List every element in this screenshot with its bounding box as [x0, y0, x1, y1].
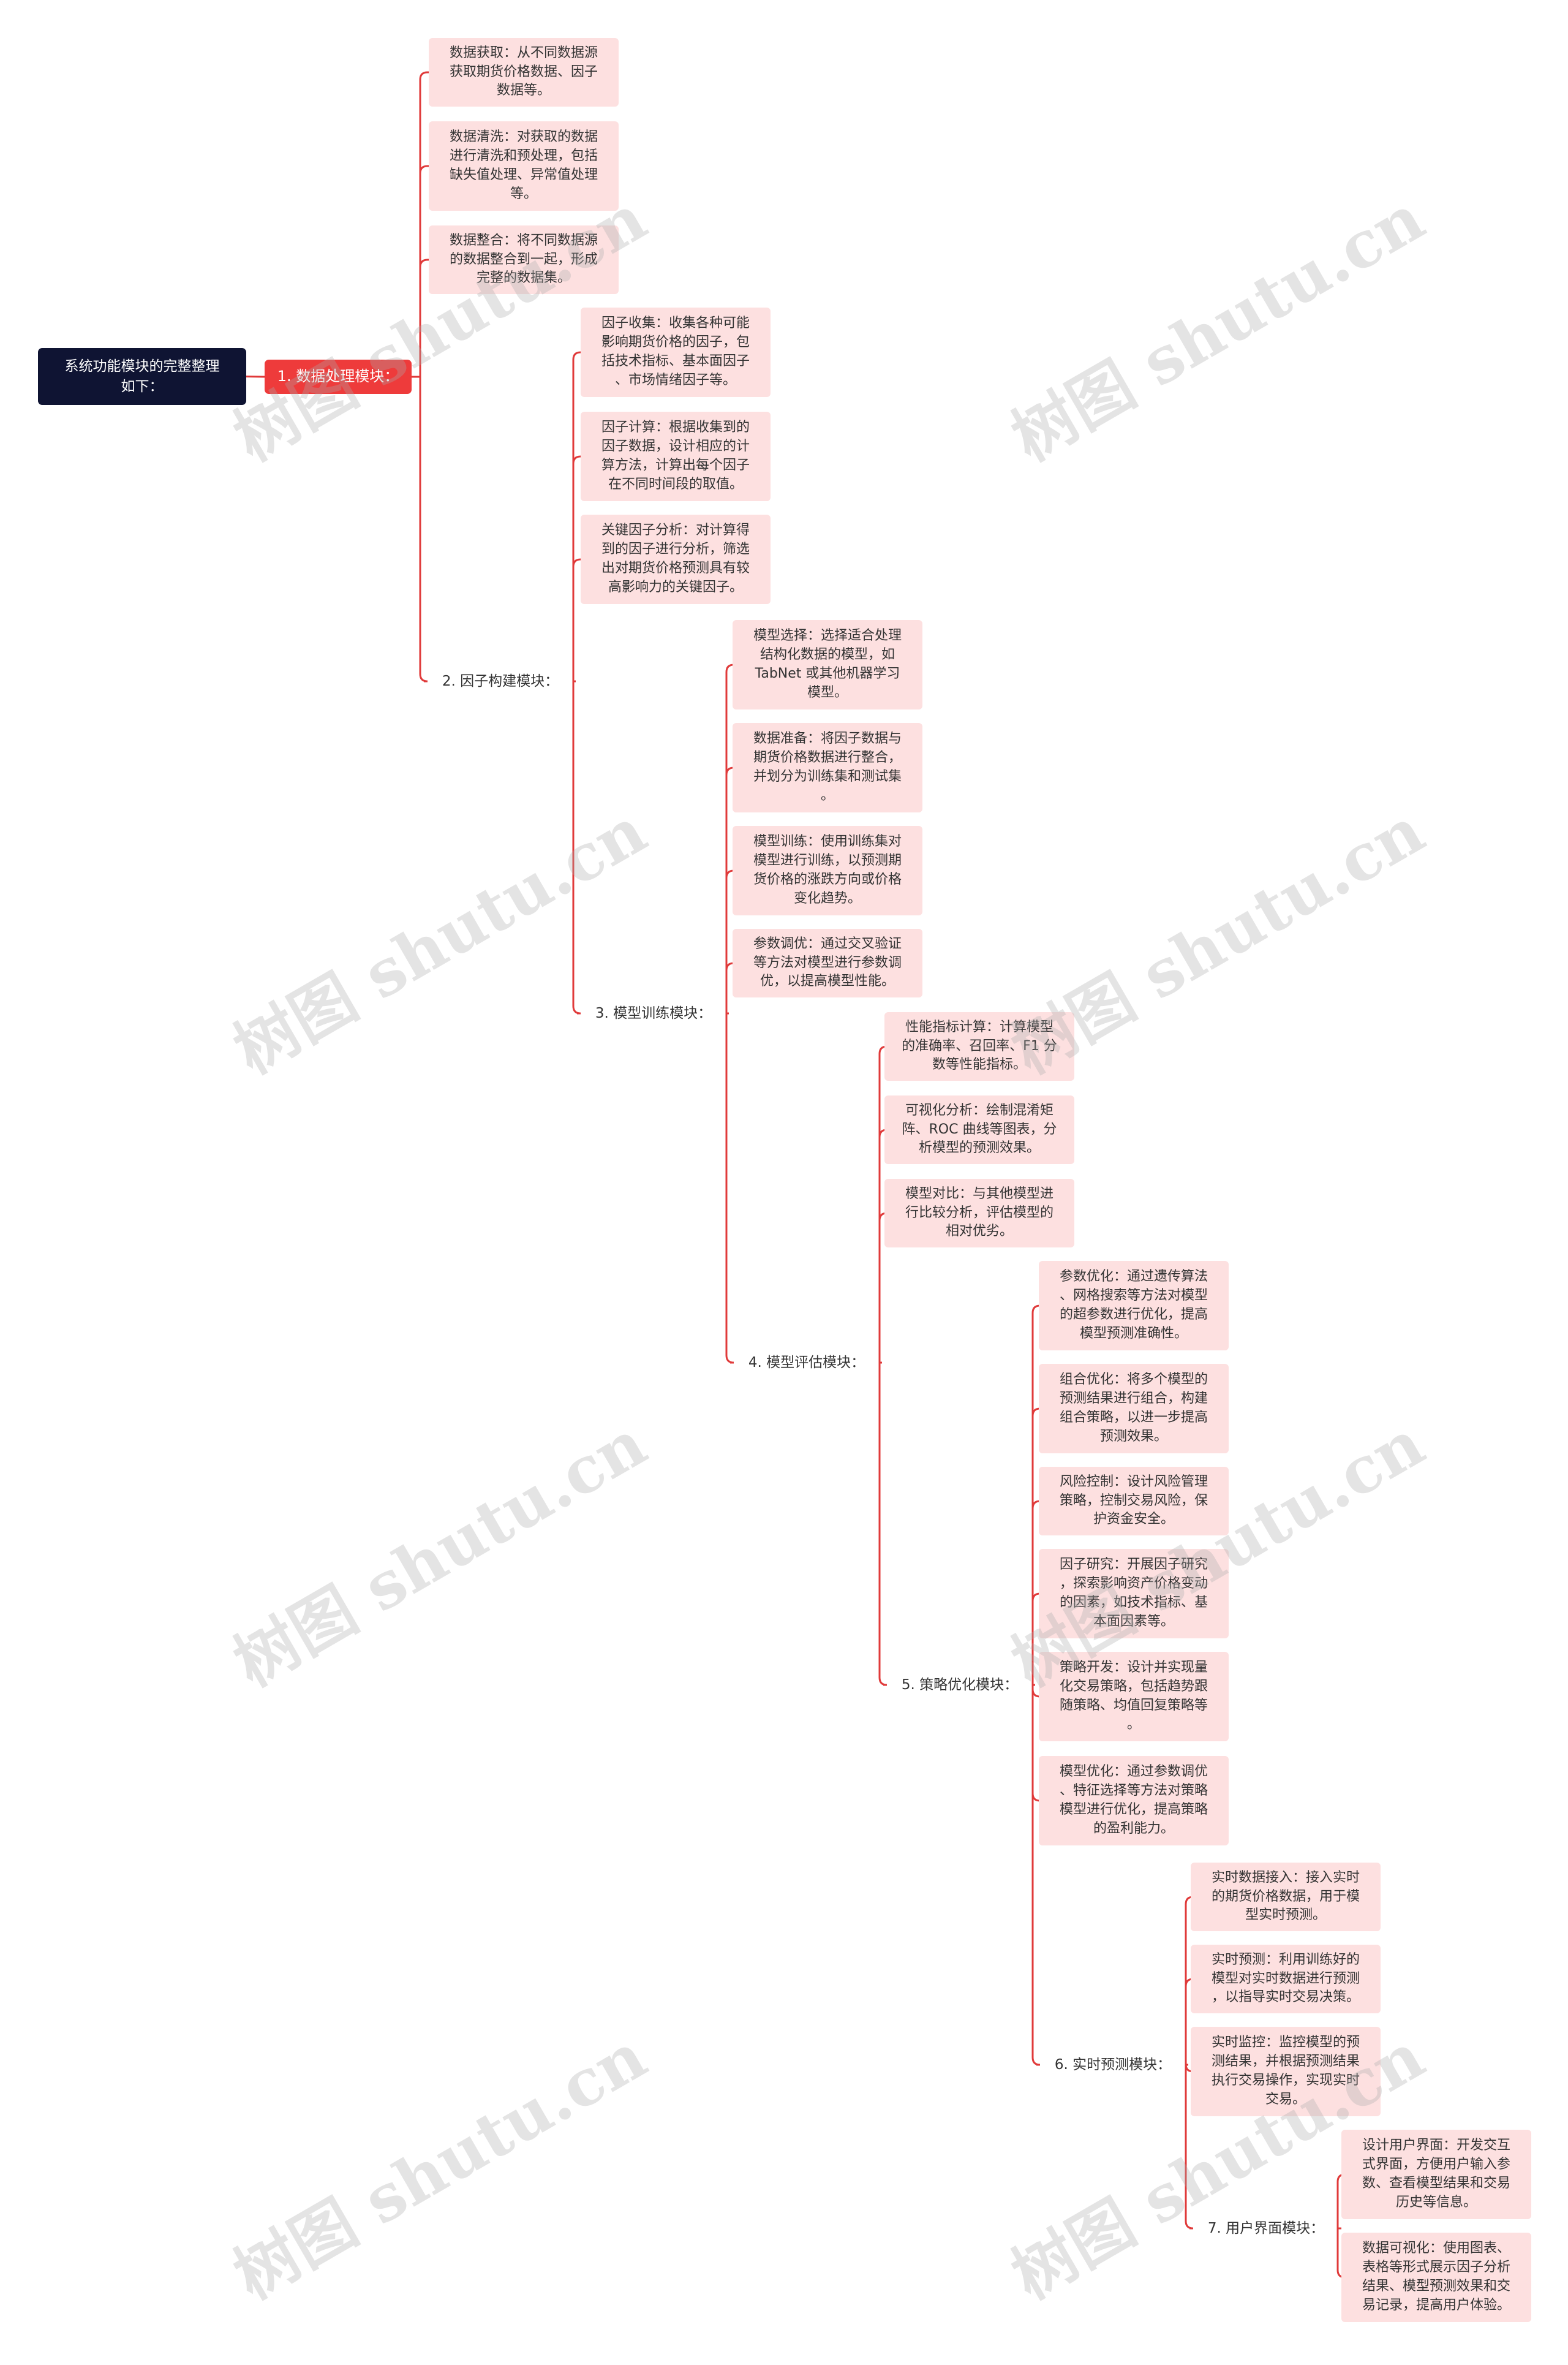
leaf-parameter-optimization[interactable]: 参数优化：通过遗传算法 、网格搜索等方法对模型 的超参数进行优化，提高 模型预测… — [1039, 1261, 1229, 1350]
leaf-ui-design[interactable]: 设计用户界面：开发交互 式界面，方便用户输入参 数、查看模型结果和交易 历史等信… — [1341, 2130, 1531, 2219]
leaf-key-factor-analysis[interactable]: 关键因子分析：对计算得 到的因子进行分析，筛选 出对期货价格预测具有较 高影响力… — [581, 515, 771, 604]
connector-branch — [572, 1005, 581, 1015]
root-topic[interactable]: 系统功能模块的完整整理 如下： — [38, 348, 246, 405]
module-model-evaluation[interactable]: 4. 模型评估模块： — [748, 1354, 865, 1371]
module-data-processing[interactable]: 1. 数据处理模块： — [265, 360, 412, 394]
connector-branch — [725, 1355, 734, 1364]
module-model-training[interactable]: 3. 模型训练模块： — [595, 1005, 712, 1021]
leaf-factor-collection[interactable]: 因子收集：收集各种可能 影响期货价格的因子，包 括技术指标、基本面因子 、市场情… — [581, 308, 771, 397]
leaf-model-training[interactable]: 模型训练：使用训练集对 模型进行训练，以预测期 货价格的涨跌方向或价格 变化趋势… — [733, 826, 922, 915]
connector-branch — [572, 351, 581, 360]
module-user-interface[interactable]: 7. 用户界面模块： — [1207, 2220, 1325, 2236]
leaf-data-cleaning[interactable]: 数据清洗：对获取的数据 进行清洗和预处理，包括 缺失值处理、异常值处理 等。 — [429, 121, 619, 211]
connector-branch — [1185, 2220, 1194, 2230]
leaf-realtime-monitoring[interactable]: 实时监控：监控模型的预 测结果，并根据预测结果 执行交易操作，实现实时 交易。 — [1191, 2027, 1381, 2116]
connector-branch — [878, 1677, 888, 1686]
leaf-model-selection[interactable]: 模型选择：选择适合处理 结构化数据的模型，如 TabNet 或其他机器学习 模型… — [733, 620, 922, 710]
connector-branch — [419, 673, 428, 683]
leaf-factor-calculation[interactable]: 因子计算：根据收集到的 因子数据，设计相应的计 算方法，计算出每个因子 在不同时… — [581, 412, 771, 501]
leaf-data-acquisition[interactable]: 数据获取：从不同数据源 获取期货价格数据、因子 数据等。 — [429, 38, 619, 107]
leaf-realtime-prediction[interactable]: 实时预测：利用训练好的 模型对实时数据进行预测 ，以指导实时交易决策。 — [1191, 1945, 1381, 2013]
connector-branch — [419, 259, 429, 268]
leaf-data-visualization[interactable]: 数据可视化：使用图表、 表格等形式展示因子分析 结果、模型预测效果和交 易记录，… — [1341, 2233, 1531, 2322]
leaf-model-comparison[interactable]: 模型对比：与其他模型进 行比较分析，评估模型的 相对优劣。 — [884, 1179, 1074, 1247]
leaf-performance-metrics[interactable]: 性能指标计算：计算模型 的准确率、召回率、F1 分 数等性能指标。 — [884, 1012, 1074, 1081]
leaf-factor-research[interactable]: 因子研究：开展因子研究 ，探索影响资产价格变动 的因素，如技术指标、基 本面因素… — [1039, 1549, 1229, 1638]
module-factor-building[interactable]: 2. 因子构建模块： — [442, 673, 559, 689]
module-realtime-prediction[interactable]: 6. 实时预测模块： — [1054, 2056, 1172, 2073]
connector-branch — [419, 165, 429, 174]
connector-branch — [1031, 2057, 1041, 2066]
leaf-strategy-development[interactable]: 策略开发：设计并实现量 化交易策略，包括趋势跟 随策略、均值回复策略等 。 — [1039, 1652, 1229, 1741]
leaf-parameter-tuning[interactable]: 参数调优：通过交叉验证 等方法对模型进行参数调 优，以提高模型性能。 — [733, 929, 922, 997]
connector-branch — [572, 558, 581, 567]
connector-branch — [572, 455, 581, 464]
leaf-data-integration[interactable]: 数据整合：将不同数据源 的数据整合到一起，形成 完整的数据集。 — [429, 225, 619, 294]
module-strategy-optimization[interactable]: 5. 策略优化模块： — [901, 1676, 1019, 1693]
leaf-visual-analysis[interactable]: 可视化分析：绘制混淆矩 阵、ROC 曲线等图表，分 析模型的预测效果。 — [884, 1095, 1074, 1164]
leaf-data-preparation[interactable]: 数据准备：将因子数据与 期货价格数据进行整合， 并划分为训练集和测试集 。 — [733, 723, 922, 812]
leaf-portfolio-optimization[interactable]: 组合优化：将多个模型的 预测结果进行组合，构建 组合策略，以进一步提高 预测效果… — [1039, 1364, 1229, 1453]
leaf-model-optimization[interactable]: 模型优化：通过参数调优 、特征选择等方法对策略 模型进行优化，提高策略 的盈利能… — [1039, 1756, 1229, 1845]
connector-branch — [419, 71, 429, 80]
leaf-realtime-data-access[interactable]: 实时数据接入：接入实时 的期货价格数据，用于模 型实时预测。 — [1191, 1863, 1381, 1931]
leaf-risk-control[interactable]: 风险控制：设计风险管理 策略，控制交易风险，保 护资金安全。 — [1039, 1467, 1229, 1535]
